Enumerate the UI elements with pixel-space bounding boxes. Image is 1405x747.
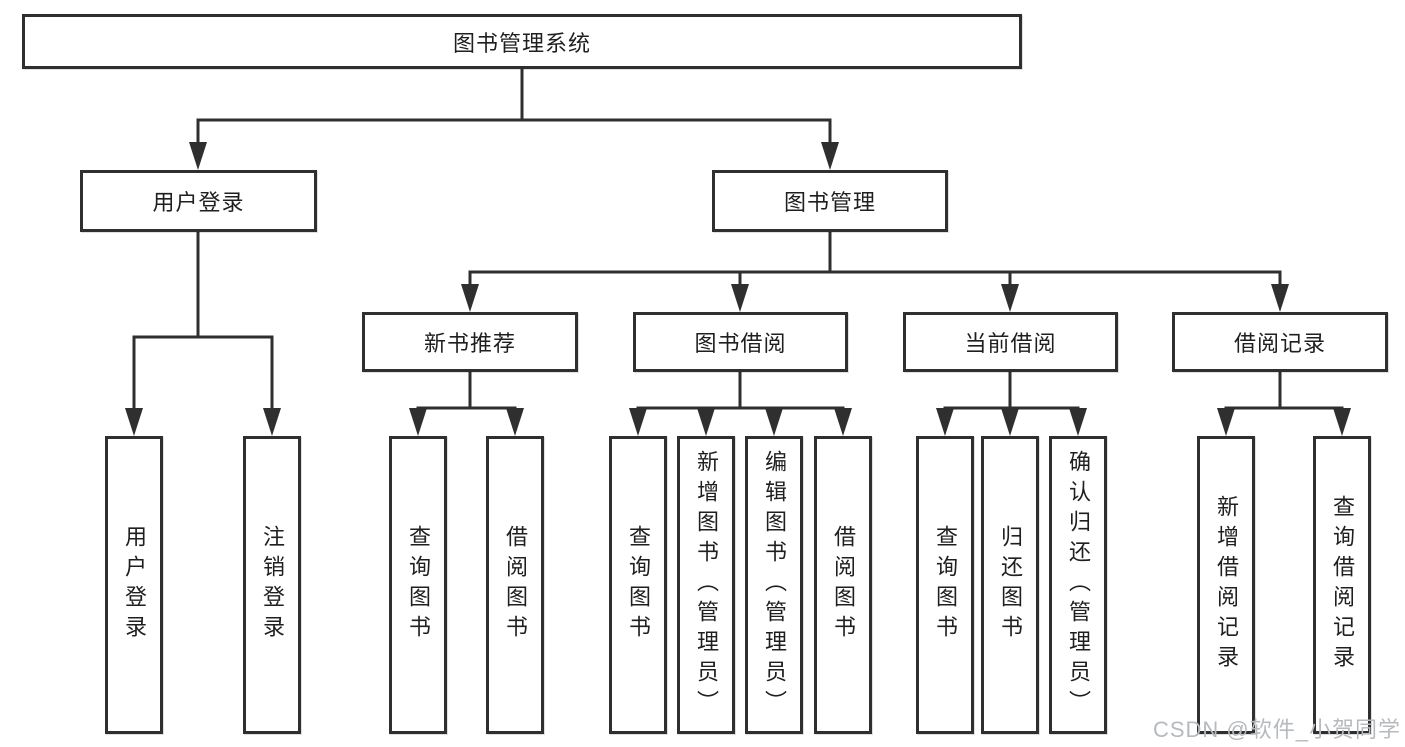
leaf-query-books-borrow: 查询图书 [609,436,667,734]
leaf-logout-label: 注销登录 [260,525,285,645]
leaf-user-login: 用户登录 [105,436,163,734]
leaf-query-books-current: 查询图书 [916,436,974,734]
leaf-confirm-return-admin: 确认归还（管理员） [1049,436,1107,734]
node-current-borrow-label: 当前借阅 [964,331,1057,356]
leaf-user-login-label: 用户登录 [122,525,147,645]
leaf-borrow-books-recommend: 借阅图书 [486,436,544,734]
leaf-query-books-borrow-label: 查询图书 [626,525,651,645]
node-user-login: 用户登录 [80,170,317,232]
leaf-borrow-books-label: 借阅图书 [831,525,856,645]
node-root-label: 图书管理系统 [452,30,591,56]
leaf-confirm-return-admin-label: 确认归还（管理员） [1066,450,1091,720]
node-borrow-records: 借阅记录 [1172,312,1388,372]
node-new-book-recommend: 新书推荐 [362,312,578,372]
node-new-book-recommend-label: 新书推荐 [423,331,516,356]
node-current-borrow: 当前借阅 [903,312,1118,372]
node-user-login-label: 用户登录 [152,190,245,215]
node-book-borrow-label: 图书借阅 [694,331,787,356]
leaf-add-books-admin: 新增图书（管理员） [677,436,735,734]
leaf-query-borrow-record: 查询借阅记录 [1313,436,1371,734]
leaf-add-books-admin-label: 新增图书（管理员） [694,450,719,720]
leaf-logout: 注销登录 [243,436,301,734]
node-book-management: 图书管理 [712,170,948,232]
leaf-query-borrow-record-label: 查询借阅记录 [1330,495,1355,675]
node-root: 图书管理系统 [22,14,1022,69]
leaf-borrow-books-recommend-label: 借阅图书 [503,525,528,645]
leaf-add-borrow-record: 新增借阅记录 [1197,436,1255,734]
leaf-edit-books-admin-label: 编辑图书（管理员） [762,450,787,720]
node-borrow-records-label: 借阅记录 [1233,331,1326,356]
leaf-query-books-recommend-label: 查询图书 [406,525,431,645]
leaf-add-borrow-record-label: 新增借阅记录 [1214,495,1239,675]
node-book-borrow: 图书借阅 [633,312,848,372]
leaf-return-books-label: 归还图书 [998,525,1023,645]
leaf-borrow-books: 借阅图书 [814,436,872,734]
leaf-query-books-current-label: 查询图书 [933,525,958,645]
node-book-management-label: 图书管理 [783,190,876,215]
leaf-return-books: 归还图书 [981,436,1039,734]
leaf-query-books-recommend: 查询图书 [389,436,447,734]
leaf-edit-books-admin: 编辑图书（管理员） [745,436,803,734]
csdn-watermark: CSDN @软件_小贺同学 [1152,717,1401,742]
